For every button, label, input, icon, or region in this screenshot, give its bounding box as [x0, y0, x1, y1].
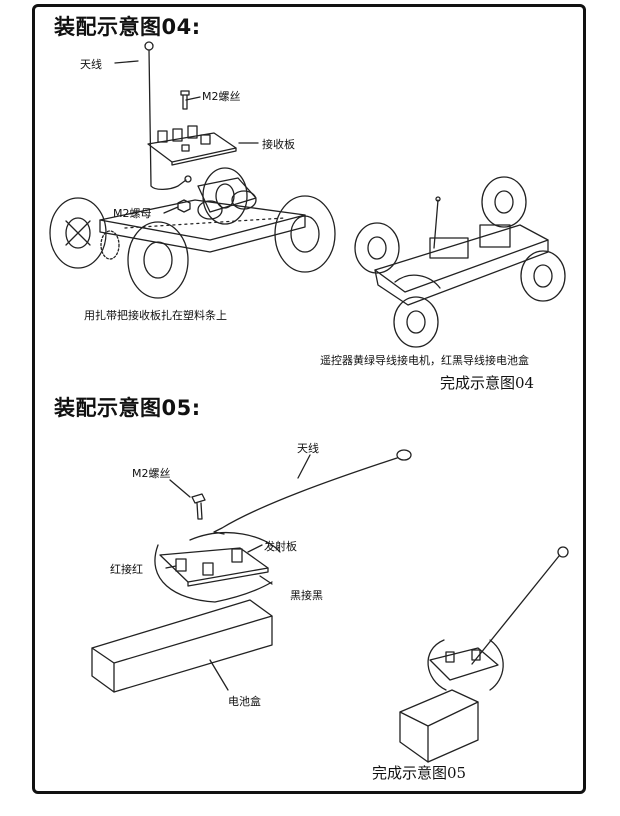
label-red-to-red: 红接红: [110, 563, 143, 576]
leader-line: [247, 544, 263, 553]
transmitter-exploded-view: [91, 449, 412, 693]
label-transmitter-board: 发射板: [264, 540, 297, 553]
page-frame: [32, 4, 586, 794]
note-cable-tie: 用扎带把接收板扎在塑料条上: [84, 309, 227, 322]
label-battery-box: 电池盒: [228, 695, 261, 708]
leader-line: [165, 565, 177, 569]
label-nut-04: M2螺母: [113, 207, 152, 220]
label-receiver-board: 接收板: [262, 138, 295, 151]
label-antenna-05: 天线: [297, 442, 319, 455]
leader-line: [297, 454, 311, 479]
leader-line: [209, 659, 229, 691]
car-exploded-view: [49, 41, 336, 299]
finished-transmitter-05: [399, 546, 569, 763]
label-antenna-04: 天线: [80, 58, 102, 71]
label-screw-04: M2螺丝: [202, 90, 241, 103]
label-screw-05: M2螺丝: [132, 467, 171, 480]
section-04-title: 装配示意图04:: [54, 15, 201, 39]
leader-line: [163, 206, 179, 214]
leader-line: [185, 96, 201, 101]
caption-finished-05: 完成示意图05: [372, 764, 467, 782]
leader-line: [114, 60, 139, 64]
leader-line: [259, 575, 273, 585]
section-05-title: 装配示意图05:: [54, 396, 201, 420]
finished-car-04: [354, 176, 566, 348]
caption-finished-04: 完成示意图04: [440, 374, 535, 392]
label-black-to-black: 黑接黑: [290, 589, 323, 602]
leader-line: [169, 479, 191, 498]
note-wiring: 遥控器黄绿导线接电机，红黑导线接电池盒: [320, 354, 529, 367]
